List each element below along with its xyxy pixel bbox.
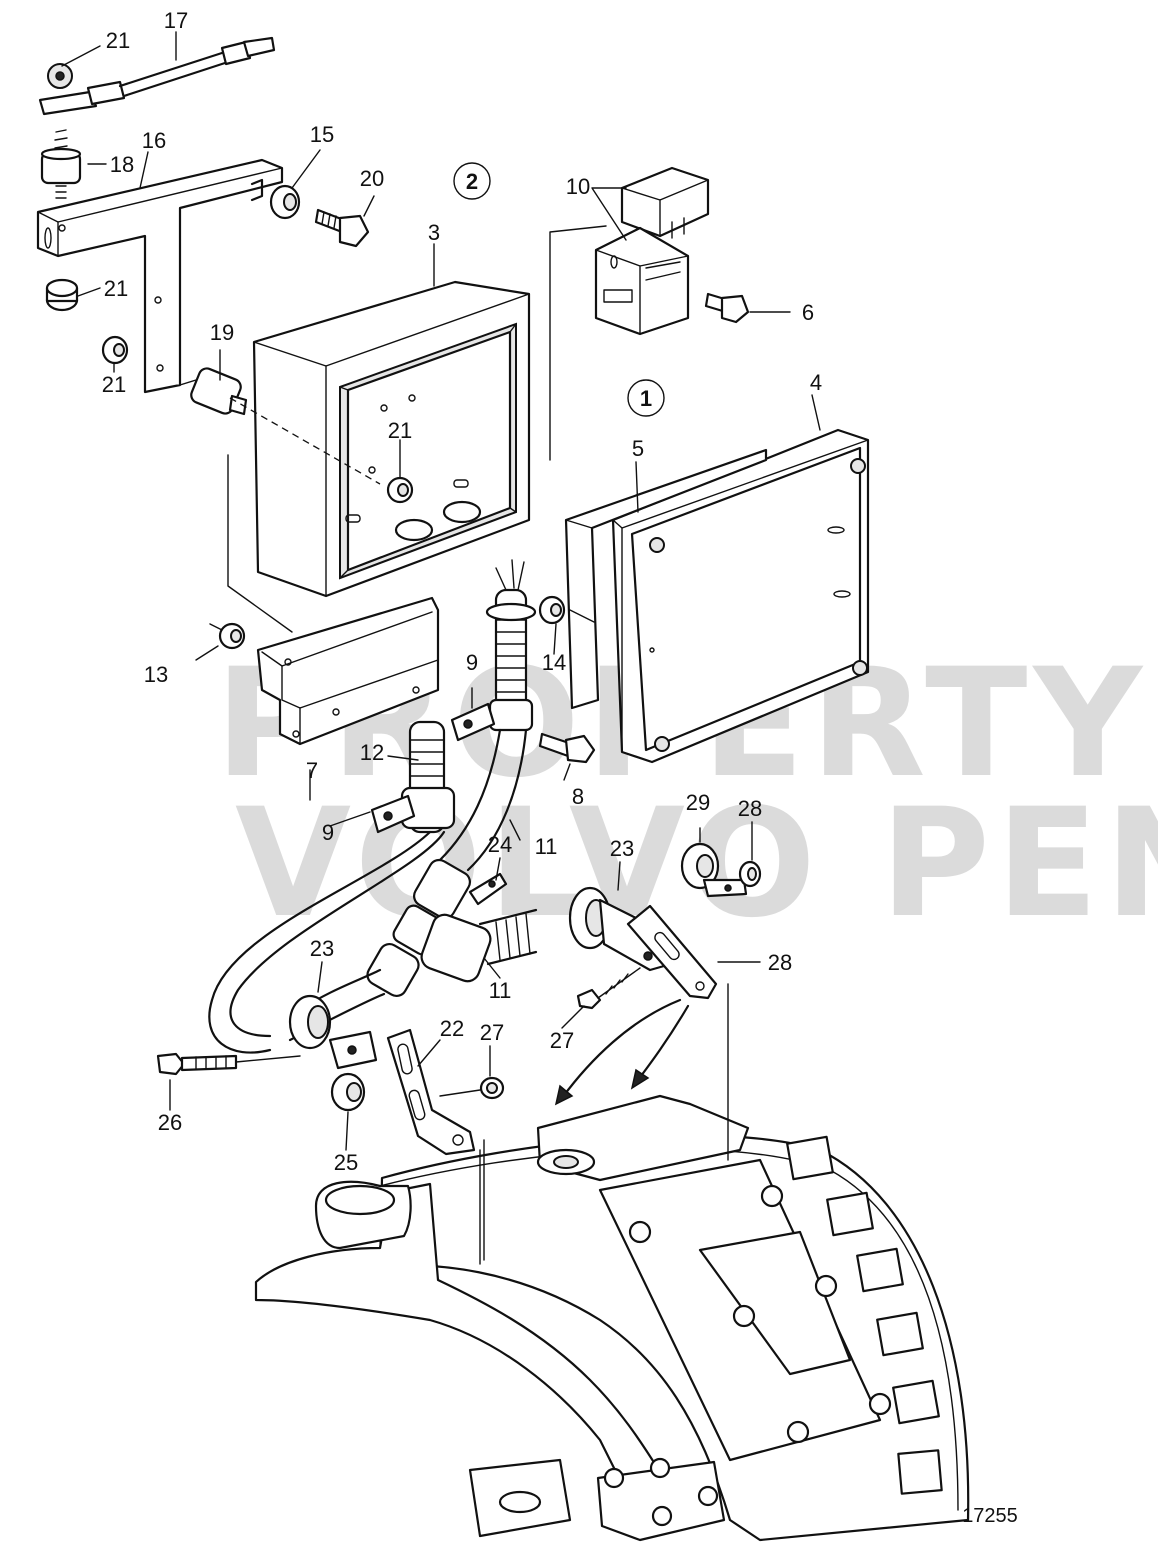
bracket-24 bbox=[468, 872, 508, 906]
callout-28-upper: 28 bbox=[738, 796, 762, 821]
callout-8: 8 bbox=[572, 784, 584, 809]
callout-23-left: 23 bbox=[310, 936, 334, 961]
clip-25 bbox=[328, 1030, 378, 1112]
spacer-15 bbox=[269, 184, 301, 220]
control-box-3 bbox=[229, 280, 531, 598]
callout-9-lower: 9 bbox=[322, 820, 334, 845]
nut-14 bbox=[538, 595, 595, 625]
callout-24: 24 bbox=[488, 832, 512, 857]
callout-14: 14 bbox=[542, 650, 566, 675]
callout-3: 3 bbox=[428, 220, 440, 245]
screw-6 bbox=[704, 292, 750, 324]
bolt-20 bbox=[314, 208, 370, 248]
callout-19: 19 bbox=[210, 320, 234, 345]
svg-text:1: 1 bbox=[640, 386, 652, 411]
circled-label-2: 2 bbox=[453, 162, 491, 200]
leader-lines bbox=[61, 31, 821, 1151]
clip-29 bbox=[680, 842, 748, 898]
callout-17: 17 bbox=[164, 8, 188, 33]
bracket-28-lower bbox=[626, 904, 718, 1000]
callout-20: 20 bbox=[360, 166, 384, 191]
callout-27-right: 27 bbox=[550, 1028, 574, 1053]
callout-12: 12 bbox=[360, 740, 384, 765]
mounting-bracket-7 bbox=[227, 454, 440, 746]
callout-26: 26 bbox=[158, 1110, 182, 1135]
ground-strap-17 bbox=[38, 36, 276, 116]
circled-label-1: 1 bbox=[627, 379, 665, 417]
grommet-23-right bbox=[568, 886, 666, 972]
callout-6: 6 bbox=[802, 300, 814, 325]
plate-5 bbox=[564, 448, 768, 710]
callout-7: 7 bbox=[306, 758, 318, 783]
washer-13 bbox=[209, 622, 246, 650]
callout-23-right: 23 bbox=[610, 836, 634, 861]
callout-15: 15 bbox=[310, 122, 334, 147]
rubber-mount-19 bbox=[179, 367, 248, 416]
relay-10 bbox=[620, 166, 710, 239]
callout-25: 25 bbox=[334, 1150, 358, 1175]
callout-18: 18 bbox=[110, 152, 134, 177]
bracket-22 bbox=[386, 1028, 476, 1156]
callout-5: 5 bbox=[632, 436, 644, 461]
bolt-26 bbox=[156, 1052, 301, 1076]
clip-9-lower bbox=[370, 794, 416, 834]
callout-labels: 3 4 5 6 7 8 9 9 10 11 11 12 13 14 15 16 … bbox=[102, 8, 822, 1175]
connector-assembly bbox=[288, 858, 538, 1042]
callout-22: 22 bbox=[440, 1016, 464, 1041]
callout-13: 13 bbox=[144, 662, 168, 687]
callout-21-top: 21 bbox=[106, 28, 130, 53]
nut-27-left bbox=[439, 1076, 505, 1100]
nut-21-bottom bbox=[45, 278, 79, 312]
relay-guide-line bbox=[549, 225, 607, 461]
svg-text:2: 2 bbox=[466, 169, 478, 194]
flywheel-housing bbox=[254, 983, 970, 1542]
nut-28-upper bbox=[738, 860, 762, 888]
callout-21-left: 21 bbox=[102, 372, 126, 397]
callout-29: 29 bbox=[686, 790, 710, 815]
harness-11 bbox=[208, 728, 528, 1054]
rubber-mount-18 bbox=[40, 129, 82, 199]
washer-21-left bbox=[101, 335, 129, 365]
callout-21-box: 21 bbox=[388, 418, 412, 443]
clip-9-upper bbox=[450, 702, 496, 742]
assembly-arrows bbox=[554, 998, 690, 1106]
figure-number: 17255 bbox=[962, 1505, 1018, 1527]
bolt-8 bbox=[538, 732, 596, 764]
callout-4: 4 bbox=[810, 370, 822, 395]
grommet-23-left bbox=[288, 994, 332, 1050]
nut-21-inside bbox=[386, 476, 414, 504]
bolt-27-right bbox=[576, 967, 641, 1010]
callout-11-lower: 11 bbox=[489, 978, 512, 1003]
callout-21-bracket: 21 bbox=[104, 276, 128, 301]
callout-27-left: 27 bbox=[480, 1020, 504, 1045]
cable-gland-upper bbox=[485, 559, 537, 732]
callout-28-lower: 28 bbox=[768, 950, 792, 975]
callout-9-upper: 9 bbox=[466, 650, 478, 675]
callout-11-upper: 11 bbox=[535, 834, 558, 859]
bracket-16 bbox=[36, 158, 284, 394]
ecu-4 bbox=[611, 428, 870, 764]
callout-16: 16 bbox=[142, 128, 166, 153]
callout-10: 10 bbox=[566, 174, 590, 199]
relay-holder-10 bbox=[594, 226, 690, 336]
